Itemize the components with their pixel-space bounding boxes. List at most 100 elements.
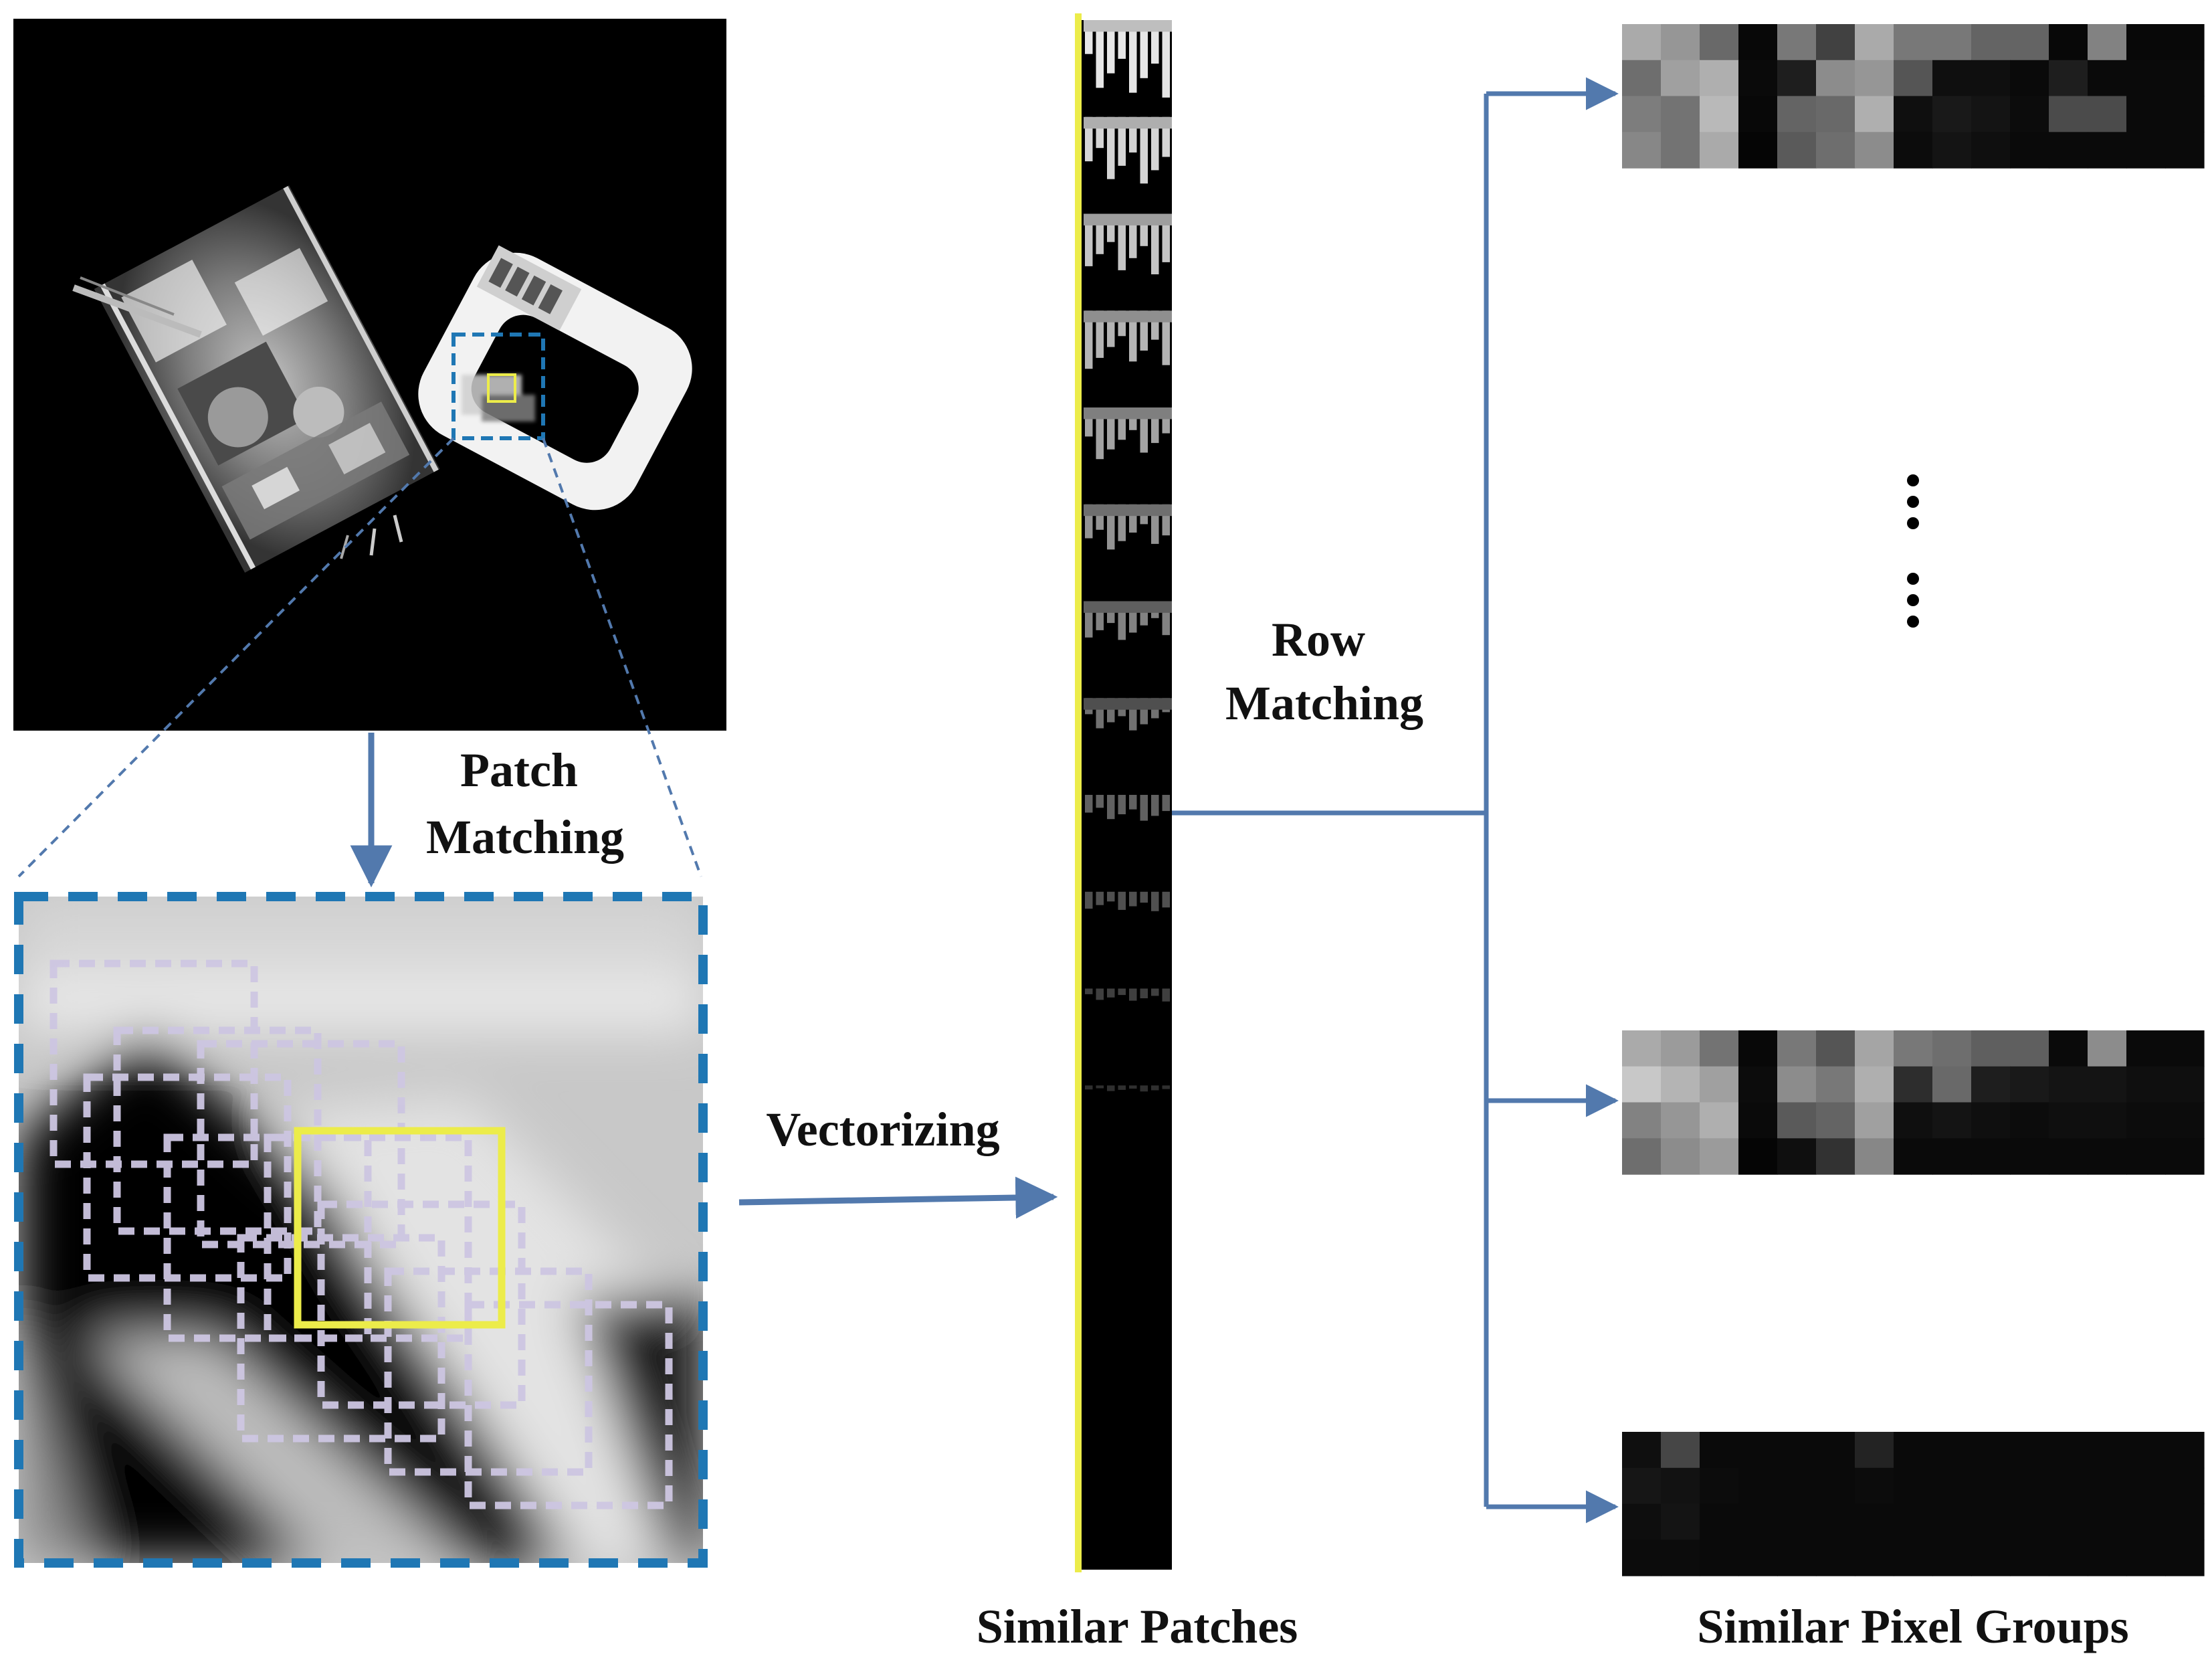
strip-patch-column [1140,213,1148,246]
strip-patch-column [1151,116,1159,171]
pixel-cell [1855,96,1894,132]
strip-patch-column [1096,213,1104,254]
pixel-cell [1855,24,1894,61]
vectorizing-arrow [738,1176,1058,1219]
pixel-cell [2049,132,2088,169]
pixel-cell [1738,60,1778,97]
strip-patch-column [1096,504,1104,530]
pixel-cell [1971,1467,2011,1505]
pixel-cell [1622,96,1662,132]
pixel-cell [1971,1540,2011,1576]
pixel-cell [2165,132,2205,169]
strip-patch-column [1107,698,1115,723]
pixel-cell [1777,1066,1817,1103]
strip-patch-column [1085,20,1093,54]
strip-patch-column [1107,310,1115,347]
pixel-cell [1700,1503,1739,1540]
pixel-cell [1932,1030,1972,1067]
strip-patch-column [1085,213,1093,266]
pixel-cell [1700,1066,1739,1103]
pixel-cell [1738,1138,1778,1175]
strip-patch-column [1118,116,1126,166]
pixel-cell [1932,60,1972,97]
pixel-cell [1777,1138,1817,1175]
pixel-cell [1855,1138,1894,1175]
pixel-cell [1622,60,1662,97]
pixel-cell [1622,1467,1662,1505]
strip-patch-column [1096,891,1104,905]
pixel-cell [1622,24,1662,61]
pixel-cell [1622,1030,1662,1067]
strip-patch-column [1085,310,1093,369]
pixel-cell [1777,1503,1817,1540]
pixel-cell [1932,1467,1972,1505]
pixel-cell [1894,60,1933,97]
pixel-cell [1622,1102,1662,1139]
pixel-cell [1661,1066,1700,1103]
pixel-cell [1816,96,1855,132]
strip-patch-column [1096,601,1104,630]
pixel-cell [1816,1432,1855,1469]
strip-patch-column [1096,1085,1104,1089]
pixel-cell [2010,1503,2049,1540]
zoom-projection-right [542,438,702,877]
pixel-cell [2049,1467,2088,1505]
strip-patch-column [1162,1085,1170,1089]
pixel-cell [2165,1030,2205,1067]
zoomed-patch-image [14,892,708,1568]
pixel-cell [1816,1138,1855,1175]
pixel-cell [1700,1030,1739,1067]
pixel-cell [1777,1030,1817,1067]
pixel-cell [2010,1467,2049,1505]
pixel-cell [2049,24,2088,61]
strip-patch-column [1140,891,1148,903]
pixel-cell [1855,1030,1894,1067]
pixel-cell [2088,96,2127,132]
pixel-cell [1738,1503,1778,1540]
strip-patch-column [1140,407,1148,453]
pixel-cell [1622,132,1662,169]
strip-patch-column [1151,213,1159,274]
patch-matching-label: Patch Matching [426,743,624,864]
strip-patch-column [1107,213,1115,242]
pixel-cell [1622,1066,1662,1103]
row-matching-line2: Matching [1225,676,1423,730]
strip-patch-column [1107,988,1115,998]
strip-patch-column [1096,116,1104,149]
pixel-cell [1894,1467,1933,1505]
pixel-cell [2010,1066,2049,1103]
pixel-cell [1738,1540,1778,1576]
strip-patch-column [1096,310,1104,358]
strip-patch-column [1151,504,1159,544]
pixel-cell [2165,1066,2205,1103]
selection-highlight [487,373,516,403]
strip-patch-column [1162,407,1170,434]
strip-patch-column [1140,698,1148,725]
pixel-cell [1738,1066,1778,1103]
pixel-cell [1855,1102,1894,1139]
strip-patch-column [1107,504,1115,550]
strip-patch-column [1129,698,1137,731]
pixel-cell [2165,1540,2205,1576]
strip-patch-column [1085,891,1093,909]
pixel-cell [2165,1467,2205,1505]
pixel-cell [1932,1432,1972,1469]
pixel-cell [2049,60,2088,97]
strip-patch-column [1107,20,1115,74]
pixel-cell [1894,1503,1933,1540]
strip-patch-band [1084,310,1172,322]
pixel-cell [2088,1503,2127,1540]
satellite-body-graphic [94,185,440,573]
pixel-cell [2010,1030,2049,1067]
pixel-cell [1971,1503,2011,1540]
pixel-cell [2126,96,2166,132]
strip-patch-column [1118,310,1126,337]
pixel-cell [1932,1503,1972,1540]
strip-patch-column [1085,601,1093,638]
pixel-cell [2126,1138,2166,1175]
strip-patch-column [1162,213,1170,262]
pixel-cell [1932,1102,1972,1139]
strip-patch-column [1162,20,1170,98]
pixel-cell [2126,1432,2166,1469]
strip-patch-column [1129,213,1137,258]
